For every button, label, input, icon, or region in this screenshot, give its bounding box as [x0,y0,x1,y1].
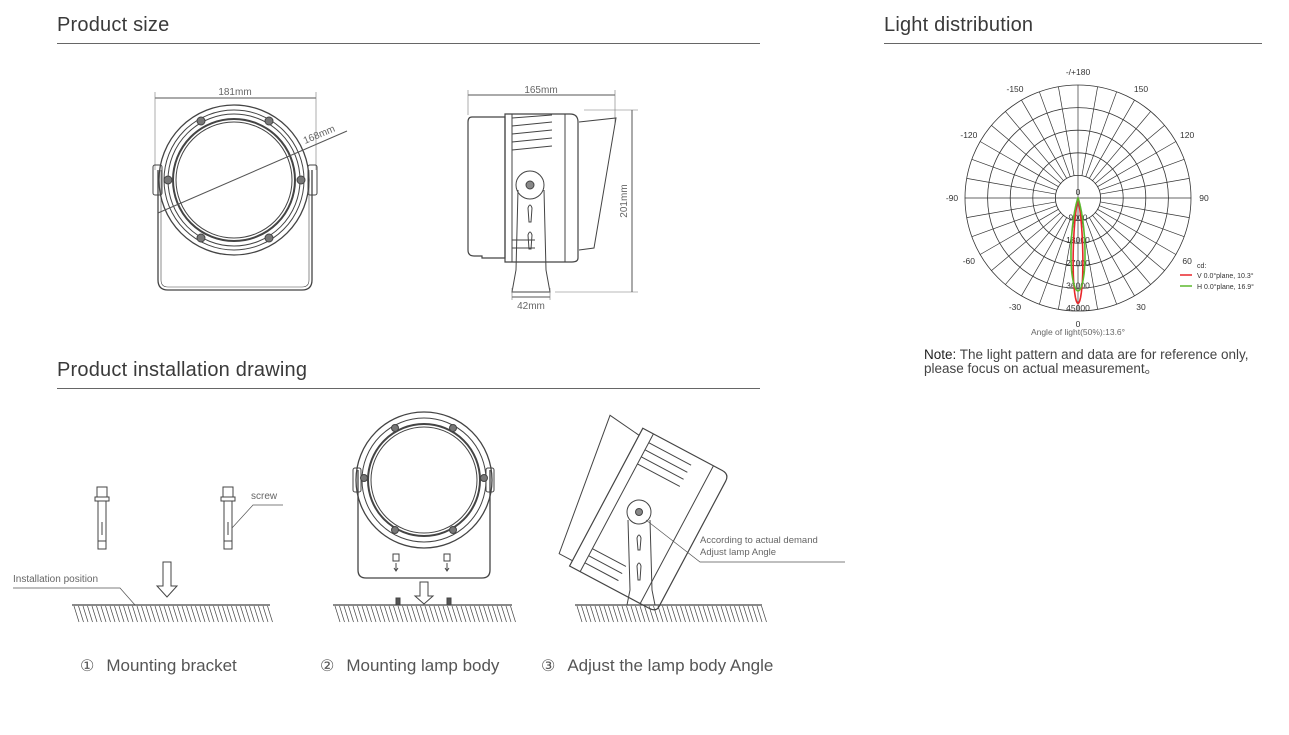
polar-spoke [971,205,1057,237]
angle-label: 150 [1134,84,1148,94]
depth-dimension: 165mm [524,85,557,96]
product-size-heading: Product size [57,14,170,36]
polar-spoke [979,141,1059,188]
series-line-h [1070,197,1086,292]
front-view-drawing: 181mm 168mm [152,87,348,291]
angle-label: 60 [1182,256,1192,266]
radial-label: 18000 [1066,235,1090,245]
angle-label: 90 [1199,193,1209,203]
radial-label: 45000 [1066,303,1090,313]
bracket-dimension: 42mm [517,301,545,312]
divider [57,43,760,44]
expansion-screw-icon [220,486,236,550]
polar-spoke [979,208,1059,255]
polar-spoke [1081,86,1098,176]
polar-spoke [1021,99,1068,179]
step3-drawing: According to actual demand Adjust lamp A… [558,414,845,623]
polar-spoke [1100,178,1190,195]
polar-spoke [1097,141,1177,188]
divider [57,388,760,389]
radial-label: 27000 [1066,258,1090,268]
installation-heading: Product installation drawing [57,359,308,381]
divider [884,43,1262,44]
step2-drawing [333,411,516,623]
height-dimension: 201mm [619,184,630,217]
angle-note-line1: According to actual demand [700,535,818,546]
polar-spoke [1092,111,1151,181]
side-view-drawing: 165mm 201mm 42mm [467,85,638,312]
polar-spoke [991,212,1061,271]
step1-drawing: screw Installation position [13,486,283,623]
radial-label: 36000 [1066,280,1090,290]
polar-spoke [1095,212,1165,271]
screw-label: screw [251,491,278,502]
note: Note: The light pattern and data are for… [924,347,1249,376]
polar-spoke [1100,201,1190,218]
angle-label: -90 [946,193,959,203]
polar-spoke [1097,208,1177,255]
polar-spoke [971,159,1057,191]
polar-spoke [1095,125,1165,184]
polar-spoke [1021,217,1068,297]
ground-hatching [73,605,273,623]
radial-label: 9000 [1069,213,1088,223]
polar-spoke [1099,159,1185,191]
legend-label: H 0.0°plane, 16.9° [1197,283,1254,291]
light-distribution-heading: Light distribution [884,14,1034,36]
polar-spoke [966,201,1056,218]
angle-label: 30 [1136,302,1146,312]
polar-spoke [1088,217,1135,297]
angle-label: -150 [1006,84,1023,94]
angle-label: -60 [963,256,976,266]
polar-spoke [1039,91,1071,177]
polar-spoke [1005,215,1064,285]
polar-spoke [1058,86,1075,176]
legend-label: V 0.0°plane, 10.3° [1197,272,1254,280]
ground-hatching [576,605,767,623]
polar-spoke [991,125,1061,184]
polar-spoke [1088,99,1135,179]
polar-spoke [1092,215,1151,285]
polar-spoke [1039,219,1071,305]
polar-spoke [1085,91,1117,177]
radial-label: 0 [1076,187,1081,197]
angle-label: 0 [1076,319,1081,329]
polar-spoke [966,178,1056,195]
unit-label: cd: [1197,263,1206,270]
polar-spoke [1099,205,1185,237]
installation-position-label: Installation position [13,574,98,585]
chart-caption: Angle of light(50%):13.6° [1031,327,1125,337]
angle-label: -120 [960,130,977,140]
polar-spoke [1005,111,1064,181]
ground-hatching [334,605,516,623]
angle-label: 120 [1180,130,1194,140]
down-arrow-icon [155,561,179,598]
light-distribution-chart: -/+180 -150 150 -120 120 -90 90 -60 60 -30 30 0 0 900… [946,67,1254,337]
expansion-screw-icon [94,486,110,550]
angle-label: -/+180 [1066,67,1091,77]
down-arrow-icon [413,581,435,605]
angle-note-line2: Adjust lamp Angle [700,547,776,558]
polar-spoke [1085,219,1117,305]
angle-label: -30 [1009,302,1022,312]
width-dimension: 181mm [218,87,251,98]
